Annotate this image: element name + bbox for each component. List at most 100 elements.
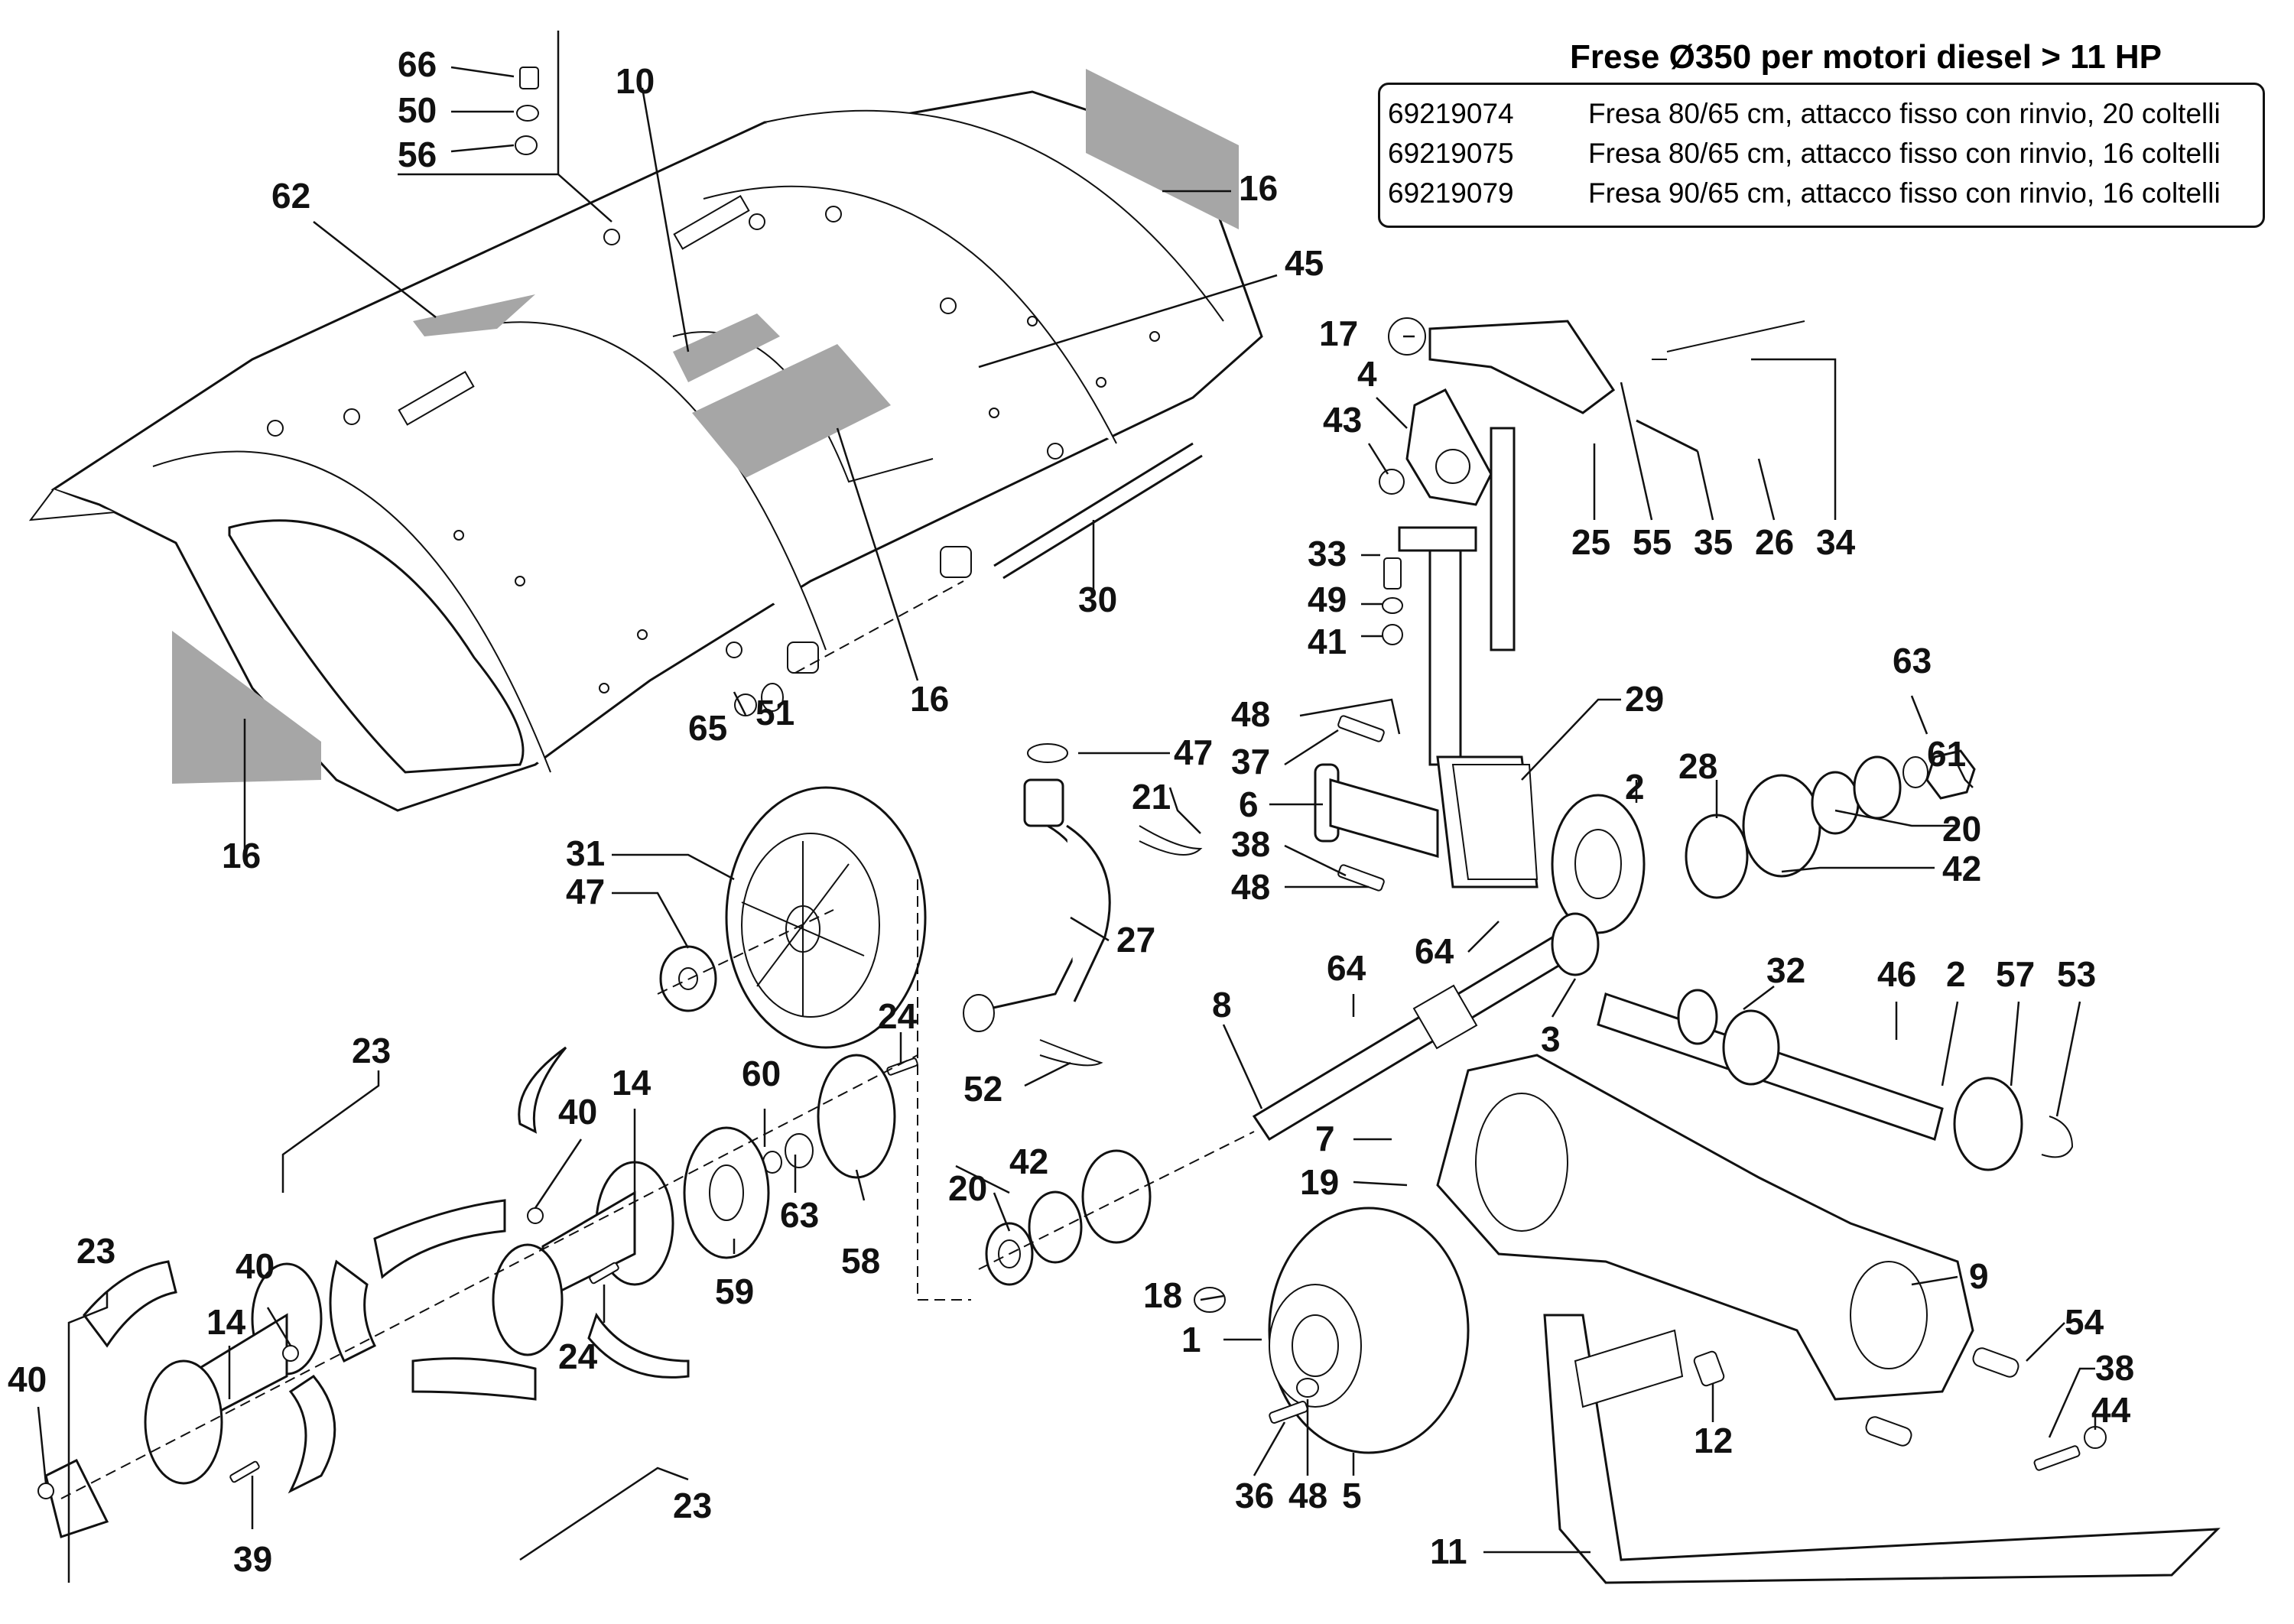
callout-56: 56 bbox=[398, 135, 437, 174]
callout-57: 57 bbox=[1996, 954, 2035, 994]
callout-14: 14 bbox=[206, 1302, 246, 1342]
callout-8: 8 bbox=[1212, 985, 1232, 1025]
callout-64: 64 bbox=[1415, 931, 1454, 971]
callout-43: 43 bbox=[1323, 400, 1362, 440]
callout-1: 1 bbox=[1181, 1320, 1201, 1359]
callout-23: 23 bbox=[352, 1031, 391, 1070]
callout-47: 47 bbox=[1174, 732, 1213, 772]
callout-63: 63 bbox=[780, 1195, 819, 1235]
fasteners-top bbox=[515, 67, 784, 716]
callout-21: 21 bbox=[1132, 777, 1171, 817]
callout-34: 34 bbox=[1816, 522, 1856, 562]
callout-40: 40 bbox=[8, 1359, 47, 1399]
callout-50: 50 bbox=[398, 90, 437, 130]
callout-51: 51 bbox=[755, 693, 794, 732]
callout-2: 2 bbox=[1946, 954, 1966, 994]
axis-line bbox=[794, 580, 964, 674]
model-code: 69219079 bbox=[1388, 177, 1514, 209]
callout-19: 19 bbox=[1300, 1162, 1339, 1202]
callout-24: 24 bbox=[878, 996, 918, 1036]
stand-assembly bbox=[963, 743, 1203, 1067]
decal-10 bbox=[673, 313, 780, 382]
callout-58: 58 bbox=[841, 1241, 880, 1281]
callout-41: 41 bbox=[1308, 622, 1347, 661]
callout-4: 4 bbox=[1357, 354, 1377, 394]
gearbox-assembly bbox=[985, 749, 2221, 1584]
callout-9: 9 bbox=[1969, 1256, 1989, 1296]
callout-63: 63 bbox=[1893, 641, 1932, 680]
callout-36: 36 bbox=[1235, 1476, 1274, 1515]
callout-37: 37 bbox=[1231, 742, 1270, 781]
model-row: 69219079 Fresa 90/65 cm, attacco fisso c… bbox=[1388, 174, 2263, 213]
callout-6: 6 bbox=[1239, 784, 1259, 824]
callout-61: 61 bbox=[1927, 734, 1966, 774]
callout-62: 62 bbox=[271, 176, 310, 216]
callout-48: 48 bbox=[1231, 867, 1270, 907]
callout-29: 29 bbox=[1625, 679, 1664, 719]
model-table: 69219074 Fresa 80/65 cm, attacco fisso c… bbox=[1378, 83, 2265, 228]
leader-lines bbox=[37, 31, 2097, 1583]
callout-66: 66 bbox=[398, 44, 437, 84]
callout-30: 30 bbox=[1078, 580, 1117, 619]
decal-16-left bbox=[172, 631, 321, 784]
callout-48: 48 bbox=[1231, 694, 1270, 734]
callout-16: 16 bbox=[1239, 168, 1278, 208]
callout-31: 31 bbox=[566, 833, 605, 873]
callout-32: 32 bbox=[1766, 950, 1805, 990]
rotor-assembly bbox=[37, 1046, 918, 1538]
callout-46: 46 bbox=[1877, 954, 1916, 994]
axis-line bbox=[60, 1054, 918, 1499]
model-description: Fresa 80/65 cm, attacco fisso con rinvio… bbox=[1588, 138, 2221, 169]
callout-55: 55 bbox=[1633, 522, 1672, 562]
callout-24: 24 bbox=[558, 1337, 598, 1376]
callout-38: 38 bbox=[1231, 824, 1270, 864]
callout-11: 11 bbox=[1430, 1531, 1467, 1571]
axis-line bbox=[978, 1131, 1255, 1270]
callout-23: 23 bbox=[673, 1486, 712, 1525]
callout-16: 16 bbox=[222, 836, 261, 875]
page-title: Frese Ø350 per motori diesel > 11 HP bbox=[1569, 38, 2162, 76]
callout-64: 64 bbox=[1327, 948, 1366, 988]
callout-20: 20 bbox=[948, 1168, 987, 1208]
callout-45: 45 bbox=[1285, 243, 1324, 283]
model-code: 69219074 bbox=[1388, 98, 1514, 129]
rod-30 bbox=[787, 442, 1203, 674]
callout-39: 39 bbox=[233, 1539, 272, 1579]
callout-14: 14 bbox=[612, 1063, 651, 1103]
callout-16: 16 bbox=[910, 679, 949, 719]
callout-65: 65 bbox=[688, 708, 727, 748]
callout-42: 42 bbox=[1942, 849, 1981, 888]
callout-60: 60 bbox=[742, 1054, 781, 1093]
wheel-assembly bbox=[659, 786, 927, 1049]
callout-42: 42 bbox=[1009, 1142, 1048, 1181]
callout-47: 47 bbox=[566, 872, 605, 911]
model-code: 69219075 bbox=[1388, 138, 1514, 169]
depth-adjust-assembly bbox=[1314, 317, 1805, 892]
decal-62 bbox=[413, 294, 535, 336]
callout-49: 49 bbox=[1308, 580, 1347, 619]
callout-7: 7 bbox=[1315, 1119, 1335, 1158]
callout-48: 48 bbox=[1288, 1476, 1327, 1515]
model-row: 69219075 Fresa 80/65 cm, attacco fisso c… bbox=[1388, 134, 2263, 174]
callout-28: 28 bbox=[1678, 746, 1717, 786]
callout-23: 23 bbox=[76, 1231, 115, 1271]
callout-20: 20 bbox=[1942, 809, 1981, 849]
callout-17: 17 bbox=[1319, 313, 1358, 353]
callout-40: 40 bbox=[236, 1246, 275, 1286]
decal-16-center bbox=[692, 344, 891, 478]
callout-12: 12 bbox=[1694, 1421, 1733, 1460]
callout-26: 26 bbox=[1755, 522, 1794, 562]
model-row: 69219074 Fresa 80/65 cm, attacco fisso c… bbox=[1388, 94, 2263, 134]
callout-59: 59 bbox=[715, 1272, 754, 1311]
callout-2: 2 bbox=[1625, 767, 1645, 807]
callout-54: 54 bbox=[2065, 1302, 2104, 1342]
callout-25: 25 bbox=[1571, 522, 1610, 562]
callout-18: 18 bbox=[1143, 1275, 1182, 1315]
callout-35: 35 bbox=[1694, 522, 1733, 562]
callout-53: 53 bbox=[2057, 954, 2096, 994]
callout-38: 38 bbox=[2095, 1348, 2134, 1388]
callout-52: 52 bbox=[963, 1069, 1002, 1109]
callout-44: 44 bbox=[2091, 1390, 2131, 1430]
callout-33: 33 bbox=[1308, 534, 1347, 573]
callout-3: 3 bbox=[1541, 1019, 1561, 1059]
